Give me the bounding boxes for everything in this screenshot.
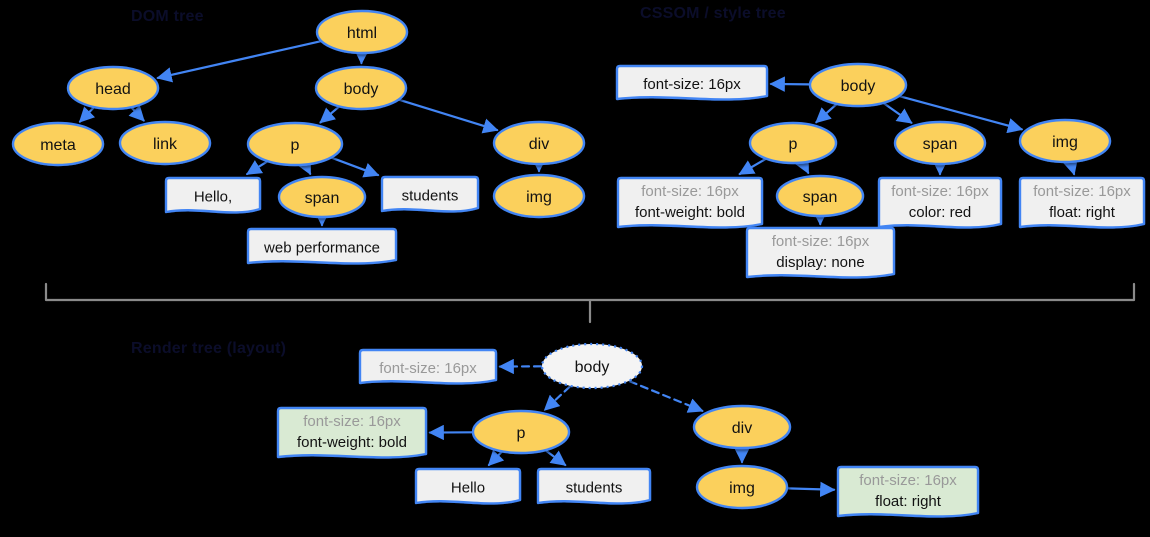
edge-r_body-to-r_p — [543, 385, 571, 411]
dom-node-div: div — [492, 120, 586, 166]
own-property-text: web performance — [263, 240, 380, 257]
edge-c_p-to-c_spani — [795, 156, 810, 175]
edge-r_p-to-rt_students — [545, 449, 567, 467]
inherited-property-text: font-size: 16px — [1033, 183, 1131, 200]
own-property-text: display: none — [776, 254, 864, 271]
render-style-box-rs_p: font-size: 16px font-weight: bold — [276, 406, 428, 459]
edge-p-to-span — [297, 157, 312, 176]
node-label: p — [291, 137, 300, 154]
dom-text-node-t_webperf: web performance — [246, 227, 398, 265]
cssom-style-box-s_body: font-size: 16px — [615, 64, 769, 101]
node-label: html — [347, 25, 377, 42]
inherited-property-text: font-size: 16px — [641, 183, 739, 200]
node-label: body — [575, 359, 610, 376]
own-property-text: font-weight: bold — [635, 204, 745, 221]
render-node-r_body: body — [540, 342, 644, 390]
edge-p-to-t_hello — [245, 160, 268, 176]
dom-node-p: p — [246, 121, 344, 167]
edge-layer — [78, 40, 1078, 498]
cssom-style-box-s_span2: font-size: 16px color: red — [877, 176, 1003, 229]
render-node-r_p: p — [471, 409, 571, 455]
edge-c_body-to-c_span2 — [883, 102, 913, 124]
dom-node-link: link — [118, 120, 212, 166]
own-property-text: float: right — [875, 493, 942, 510]
node-label: img — [729, 480, 755, 497]
own-property-text: color: red — [909, 204, 972, 221]
node-label: body — [344, 81, 379, 98]
render-text-node-rt_students: students — [536, 467, 652, 505]
edge-p-to-t_students — [331, 156, 380, 178]
cssom-node-c_p: p — [748, 121, 838, 165]
node-label: img — [1052, 134, 1078, 151]
dom-node-img: img — [492, 173, 586, 219]
dom-node-span: span — [277, 175, 367, 219]
own-property-text: Hello — [451, 480, 485, 497]
edge-head-to-meta — [78, 106, 96, 123]
dom-text-node-t_hello: Hello, — [164, 176, 262, 214]
inherited-property-text: font-size: 16px — [859, 472, 957, 489]
cssom-style-box-s_p: font-size: 16px font-weight: bold — [616, 176, 764, 229]
inherited-property-text: font-size: 16px — [303, 413, 401, 430]
own-property-text: font-weight: bold — [297, 434, 407, 451]
dom-node-head: head — [66, 65, 160, 111]
render-style-box-rs_img: font-size: 16px float: right — [836, 465, 980, 518]
brace-connector — [44, 282, 1136, 324]
own-property-text: font-size: 16px — [643, 76, 741, 93]
inherited-property-text: font-size: 16px — [772, 233, 870, 250]
node-label: body — [841, 78, 876, 95]
node-label: span — [923, 136, 958, 153]
edge-body-to-p — [319, 106, 340, 124]
node-label: meta — [40, 137, 76, 154]
edge-body-to-div — [398, 98, 499, 134]
render-node-r_img: img — [695, 464, 789, 510]
node-label: head — [95, 81, 131, 98]
cssom-style-box-s_img: font-size: 16px float: right — [1018, 176, 1146, 229]
node-label: div — [529, 136, 549, 153]
render-text-node-rt_hello: Hello — [414, 467, 522, 505]
edge-r_p-to-rt_hello — [487, 449, 505, 467]
own-property-text: float: right — [1049, 204, 1116, 221]
panel-title-render: Render tree (layout) — [131, 340, 287, 357]
render-node-r_div: div — [692, 404, 792, 450]
node-label: link — [153, 136, 178, 153]
edge-r_body-to-r_div — [628, 380, 704, 413]
node-label: p — [789, 136, 798, 153]
brace-layer — [44, 282, 1136, 324]
panel-title-cssom: CSSOM / style tree — [640, 5, 786, 22]
edge-c_img-to-s_img — [1062, 158, 1078, 176]
node-label: div — [732, 420, 752, 437]
cssom-node-c_spani: span — [775, 174, 865, 218]
dom-node-body: body — [314, 65, 408, 111]
edge-c_p-to-s_p — [738, 158, 767, 176]
edge-c_body-to-c_img — [898, 95, 1024, 134]
own-property-text: students — [566, 480, 623, 497]
edge-c_body-to-c_p — [815, 103, 838, 124]
inherited-property-text: font-size: 16px — [891, 183, 989, 200]
node-label: p — [517, 425, 526, 442]
inherited-property-text: font-size: 16px — [379, 360, 477, 377]
cssom-node-c_img: img — [1018, 118, 1112, 164]
render-style-box-rs_body: font-size: 16px — [358, 348, 498, 385]
node-label: img — [526, 189, 552, 206]
dom-node-html: html — [315, 9, 409, 55]
own-property-text: Hello, — [194, 189, 232, 206]
panel-title-dom: DOM tree — [131, 8, 204, 25]
edge-head-to-link — [128, 105, 145, 122]
edge-html-to-head — [156, 40, 322, 83]
node-label: span — [305, 190, 340, 207]
node-label: span — [803, 189, 838, 206]
cssom-node-c_span2: span — [893, 120, 987, 166]
cssom-style-box-s_spani: font-size: 16px display: none — [745, 226, 896, 279]
dom-node-meta: meta — [11, 121, 105, 167]
edge-r_img-to-rs_img — [786, 481, 836, 498]
cssom-node-c_body: body — [808, 62, 908, 108]
dom-text-node-t_students: students — [380, 175, 480, 213]
own-property-text: students — [402, 188, 459, 205]
